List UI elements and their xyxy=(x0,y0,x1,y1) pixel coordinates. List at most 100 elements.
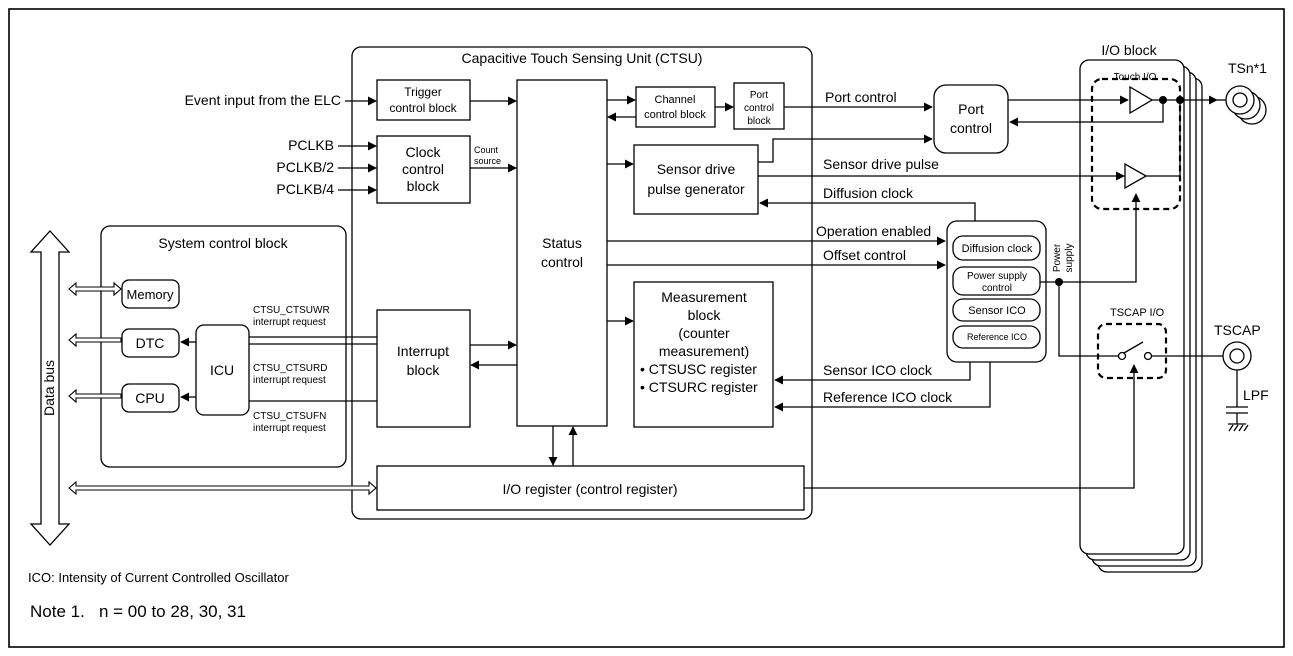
sensor-drive-pulse-generator xyxy=(633,144,759,215)
count-source-label-2: source xyxy=(474,156,501,166)
status-control-block xyxy=(516,79,608,427)
clock-label-1: Clock xyxy=(405,144,441,160)
bus-arrow-io-register xyxy=(68,480,377,496)
bus-arrow-dtc xyxy=(68,332,122,348)
io-block-title: I/O block xyxy=(1101,42,1157,58)
sensor-ico-unit xyxy=(952,298,1041,322)
touch-io-label: Touch I/O xyxy=(1114,72,1157,83)
pclkb-label: PCLKB xyxy=(288,137,334,153)
measurement-label-2: block xyxy=(688,307,722,323)
switch-contact-right xyxy=(1143,351,1153,361)
sensor-drive-label-1: Sensor drive xyxy=(657,161,736,177)
reference-ico-unit xyxy=(952,325,1041,349)
port-control-box-label-2: control xyxy=(950,120,992,136)
measurement-register-2: • CTSURC register xyxy=(640,379,758,395)
trigger-label-1: Trigger xyxy=(404,85,442,99)
status-label-1: Status xyxy=(542,235,582,251)
fn-interrupt-label-2: interrupt request xyxy=(253,423,326,434)
bus-arrow-cpu xyxy=(68,388,122,404)
status-label-2: control xyxy=(541,254,583,270)
pclkb2-label: PCLKB/2 xyxy=(276,159,334,175)
wr-interrupt-label-1: CTSU_CTSUWR xyxy=(253,305,330,316)
memory-box xyxy=(121,279,180,309)
icu-label: ICU xyxy=(210,362,234,378)
elc-input-label: Event input from the ELC xyxy=(185,92,341,108)
trigger-label-2: control block xyxy=(389,101,457,115)
note-footnote: Note 1. n = 00 to 28, 30, 31 xyxy=(30,602,246,621)
power-supply-output-wire xyxy=(1040,193,1141,283)
system-control-title: System control block xyxy=(158,235,288,251)
power-supply-label-2: supply xyxy=(1064,244,1075,273)
port-block-label-1: Port xyxy=(750,90,769,101)
io-block xyxy=(1079,59,1185,555)
switch-contact-left xyxy=(1117,351,1127,361)
rd-interrupt-label-2: interrupt request xyxy=(253,375,326,386)
lpf-label: LPF xyxy=(1243,387,1269,403)
reference-ico-clock-wire xyxy=(774,362,991,412)
drive-buffer-icon xyxy=(1124,162,1148,190)
diffusion-clock-unit-label: Diffusion clock xyxy=(962,243,1033,255)
fn-interrupt-label-1: CTSU_CTSUFN xyxy=(253,411,326,422)
data-bus-arrow xyxy=(29,230,71,546)
diffusion-clock-wire xyxy=(759,198,976,221)
interrupt-label-2: block xyxy=(407,362,441,378)
measurement-register-1: • CTSUSC register xyxy=(640,361,757,377)
measurement-label-1: Measurement xyxy=(661,289,747,305)
clock-label-2: control xyxy=(402,161,444,177)
wr-interrupt-label-2: interrupt request xyxy=(253,317,326,328)
io-register-to-switch-wire xyxy=(804,364,1139,489)
tscap-pin-label: TSCAP xyxy=(1214,322,1261,338)
memory-label: Memory xyxy=(127,287,174,302)
diffusion-clock-unit xyxy=(952,235,1041,261)
ctsu-title: Capacitive Touch Sensing Unit (CTSU) xyxy=(462,50,703,66)
ground-icon xyxy=(1228,424,1249,432)
channel-label-1: Channel xyxy=(655,94,696,106)
channel-label-2: control block xyxy=(644,109,706,121)
io-register-label: I/O register (control register) xyxy=(502,481,677,497)
switch-blade xyxy=(1123,341,1144,354)
sensor-ico-clock-label: Sensor ICO clock xyxy=(823,362,933,378)
data-bus-label: Data bus xyxy=(41,360,57,416)
power-to-tscap-wire xyxy=(1058,282,1119,357)
dtc-label: DTC xyxy=(136,335,165,351)
trigger-control-block xyxy=(376,79,471,121)
sensor-drive-label-2: pulse generator xyxy=(647,181,745,197)
sensor-ico-unit-label: Sensor ICO xyxy=(968,305,1026,317)
sensor-drive-pulse-label: Sensor drive pulse xyxy=(823,156,939,172)
diffusion-clock-label: Diffusion clock xyxy=(823,185,914,201)
drive-buffer-output-wire xyxy=(1146,100,1181,177)
tscap-io-label: TSCAP I/O xyxy=(1110,307,1165,319)
port-control-signal-label: Port control xyxy=(825,89,897,105)
tsn-pin-label: TSn*1 xyxy=(1228,60,1267,76)
tsn-pin-inner xyxy=(1232,92,1248,108)
measurement-label-4: measurement) xyxy=(659,343,749,359)
clock-label-3: block xyxy=(407,178,441,194)
interrupt-block xyxy=(376,309,471,428)
rd-interrupt-label-1: CTSU_CTSURD xyxy=(253,363,327,374)
reference-ico-unit-label: Reference ICO xyxy=(967,332,1027,342)
reference-ico-clock-label: Reference ICO clock xyxy=(823,389,953,405)
count-source-label-1: Count xyxy=(474,145,499,155)
tscap-pin-inner xyxy=(1229,348,1245,364)
port-block-label-3: block xyxy=(747,116,771,127)
power-supply-control-label-2: control xyxy=(982,283,1012,294)
output-buffer-icon xyxy=(1129,85,1154,115)
sensor-drive-to-port-control-wire xyxy=(758,134,933,163)
ico-footnote: ICO: Intensity of Current Controlled Osc… xyxy=(28,570,289,585)
power-supply-label-1: Power xyxy=(1052,243,1063,272)
pclkb4-label: PCLKB/4 xyxy=(276,181,334,197)
channel-control-block xyxy=(635,86,716,128)
port-control-block xyxy=(733,82,785,130)
power-supply-control-label-1: Power supply xyxy=(967,271,1027,282)
sensor-ico-clock-wire xyxy=(774,362,971,385)
clock-control-block xyxy=(376,135,471,204)
tscap-io-region xyxy=(1096,322,1168,380)
interrupt-label-1: Interrupt xyxy=(397,343,449,359)
cpu-label: CPU xyxy=(135,390,165,406)
power-supply-control-unit xyxy=(952,266,1041,296)
pin-feedback-wire xyxy=(1009,100,1164,127)
dtc-box xyxy=(121,328,180,358)
port-control-box-label-1: Port xyxy=(958,101,984,117)
measurement-label-3: (counter xyxy=(678,325,730,341)
